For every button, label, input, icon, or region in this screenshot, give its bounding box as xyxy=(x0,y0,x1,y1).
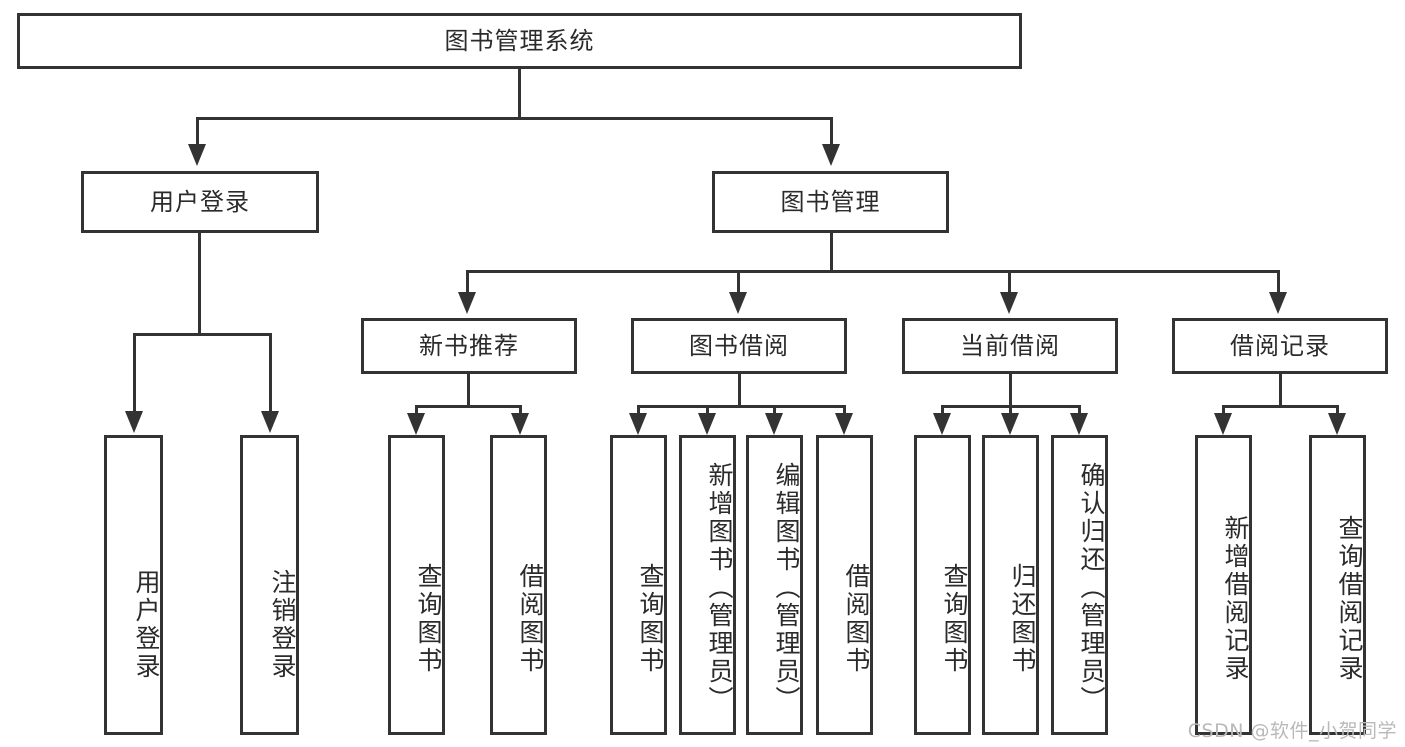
node-new-book-recommend[interactable]: 新书推荐 xyxy=(361,318,577,374)
node-label: 查询借阅记录 xyxy=(1335,515,1364,683)
connector-user-login-drop-1 xyxy=(133,333,136,411)
connector-book-management-stem xyxy=(830,233,833,270)
leaf-add-borrow-record[interactable]: 新增借阅记录 xyxy=(1195,435,1252,735)
leaf-confirm-return[interactable]: 确认归还（管理员） xyxy=(1051,435,1108,735)
node-label: 图书管理系统 xyxy=(444,26,595,55)
node-label: 查询图书 xyxy=(940,563,969,675)
arrow-icon-to-leaf-query-book-3 xyxy=(933,413,951,435)
node-label: 借阅记录 xyxy=(1230,331,1330,360)
node-label: 归还图书 xyxy=(1008,563,1037,675)
connector-book-borrow-bus xyxy=(637,405,846,408)
connector-level3-drop-3 xyxy=(1008,270,1011,292)
connector-new-book-stem xyxy=(467,374,470,405)
connector-root-stem xyxy=(518,69,521,118)
arrow-icon-to-leaf-query-borrow-record xyxy=(1328,413,1346,435)
node-current-borrow[interactable]: 当前借阅 xyxy=(902,318,1118,374)
leaf-query-book-1[interactable]: 查询图书 xyxy=(388,435,445,735)
arrow-icon-to-leaf-add-borrow-record xyxy=(1214,413,1232,435)
connector-user-login-drop-2 xyxy=(269,333,272,411)
node-user-login[interactable]: 用户登录 xyxy=(81,171,319,233)
leaf-query-book-3[interactable]: 查询图书 xyxy=(914,435,971,735)
node-label: 图书借阅 xyxy=(689,331,789,360)
node-borrow-record[interactable]: 借阅记录 xyxy=(1172,318,1388,374)
node-label: 编辑图书（管理员） xyxy=(772,462,801,714)
node-book-management[interactable]: 图书管理 xyxy=(712,171,949,233)
node-label: 借阅图书 xyxy=(842,563,871,675)
connector-current-borrow-stem xyxy=(1009,374,1012,405)
node-label: 用户登录 xyxy=(150,187,250,216)
node-label: 新增借阅记录 xyxy=(1221,515,1250,683)
connector-book-borrow-drop-2 xyxy=(706,405,709,413)
connector-book-borrow-stem xyxy=(738,374,741,405)
connector-new-book-bus xyxy=(415,405,522,408)
node-book-borrow[interactable]: 图书借阅 xyxy=(631,318,847,374)
connector-level3-drop-1 xyxy=(466,270,469,292)
connector-new-book-drop-2 xyxy=(519,405,522,413)
node-label: 用户登录 xyxy=(132,569,161,681)
connector-new-book-drop-1 xyxy=(415,405,418,413)
node-label: 注销登录 xyxy=(268,569,297,681)
connector-level3-bus xyxy=(466,270,1280,273)
node-label: 查询图书 xyxy=(636,563,665,675)
connector-root-bus xyxy=(196,117,833,120)
connector-book-borrow-drop-1 xyxy=(637,405,640,413)
node-label: 查询图书 xyxy=(414,563,443,675)
connector-current-borrow-drop-2 xyxy=(1009,405,1012,413)
connector-root-drop-left xyxy=(196,117,199,144)
arrow-icon-to-leaf-borrow-book-1 xyxy=(511,413,529,435)
arrow-icon-to-leaf-confirm-return xyxy=(1070,413,1088,435)
leaf-user-login[interactable]: 用户登录 xyxy=(104,435,163,735)
arrow-icon-to-new-book-recommend xyxy=(458,292,476,314)
connector-book-borrow-drop-4 xyxy=(843,405,846,413)
connector-current-borrow-drop-3 xyxy=(1078,405,1081,413)
connector-borrow-record-drop-1 xyxy=(1222,405,1225,413)
arrow-icon-to-leaf-borrow-book-2 xyxy=(835,413,853,435)
arrow-icon-to-current-borrow xyxy=(1000,292,1018,314)
connector-level3-drop-4 xyxy=(1277,270,1280,292)
node-label: 新书推荐 xyxy=(419,331,519,360)
arrow-icon-to-book-management xyxy=(822,144,840,166)
arrow-icon-to-leaf-query-book-1 xyxy=(407,413,425,435)
leaf-return-book[interactable]: 归还图书 xyxy=(982,435,1039,735)
leaf-borrow-book-1[interactable]: 借阅图书 xyxy=(490,435,547,735)
leaf-borrow-book-2[interactable]: 借阅图书 xyxy=(816,435,873,735)
arrow-icon-to-book-borrow xyxy=(729,292,747,314)
connector-borrow-record-bus xyxy=(1222,405,1339,408)
connector-user-login-stem xyxy=(198,233,201,333)
arrow-icon-to-leaf-return-book xyxy=(1001,413,1019,435)
arrow-icon-to-leaf-logout xyxy=(261,411,279,433)
node-label: 图书管理 xyxy=(780,187,881,216)
connector-book-borrow-drop-3 xyxy=(773,405,776,413)
connector-user-login-bus xyxy=(133,333,272,336)
watermark-text: CSDN @软件_小贺同学 xyxy=(1187,720,1397,742)
leaf-logout[interactable]: 注销登录 xyxy=(240,435,299,735)
arrow-icon-to-leaf-user-login xyxy=(125,411,143,433)
node-root-book-management-system[interactable]: 图书管理系统 xyxy=(17,13,1022,69)
connector-borrow-record-drop-2 xyxy=(1336,405,1339,413)
leaf-query-borrow-record[interactable]: 查询借阅记录 xyxy=(1309,435,1366,735)
connector-level3-drop-2 xyxy=(737,270,740,292)
arrow-icon-to-borrow-record xyxy=(1269,292,1287,314)
arrow-icon-to-user-login xyxy=(188,144,206,166)
arrow-icon-to-leaf-edit-book xyxy=(765,413,783,435)
node-label: 确认归还（管理员） xyxy=(1077,462,1106,714)
leaf-query-book-2[interactable]: 查询图书 xyxy=(610,435,667,735)
connector-current-borrow-drop-1 xyxy=(941,405,944,413)
node-label: 当前借阅 xyxy=(960,331,1060,360)
arrow-icon-to-leaf-add-book xyxy=(698,413,716,435)
leaf-add-book[interactable]: 新增图书（管理员） xyxy=(679,435,736,735)
node-label: 借阅图书 xyxy=(516,563,545,675)
connector-root-drop-right xyxy=(830,117,833,144)
arrow-icon-to-leaf-query-book-2 xyxy=(629,413,647,435)
connector-borrow-record-stem xyxy=(1279,374,1282,405)
leaf-edit-book[interactable]: 编辑图书（管理员） xyxy=(746,435,803,735)
node-label: 新增图书（管理员） xyxy=(705,462,734,714)
